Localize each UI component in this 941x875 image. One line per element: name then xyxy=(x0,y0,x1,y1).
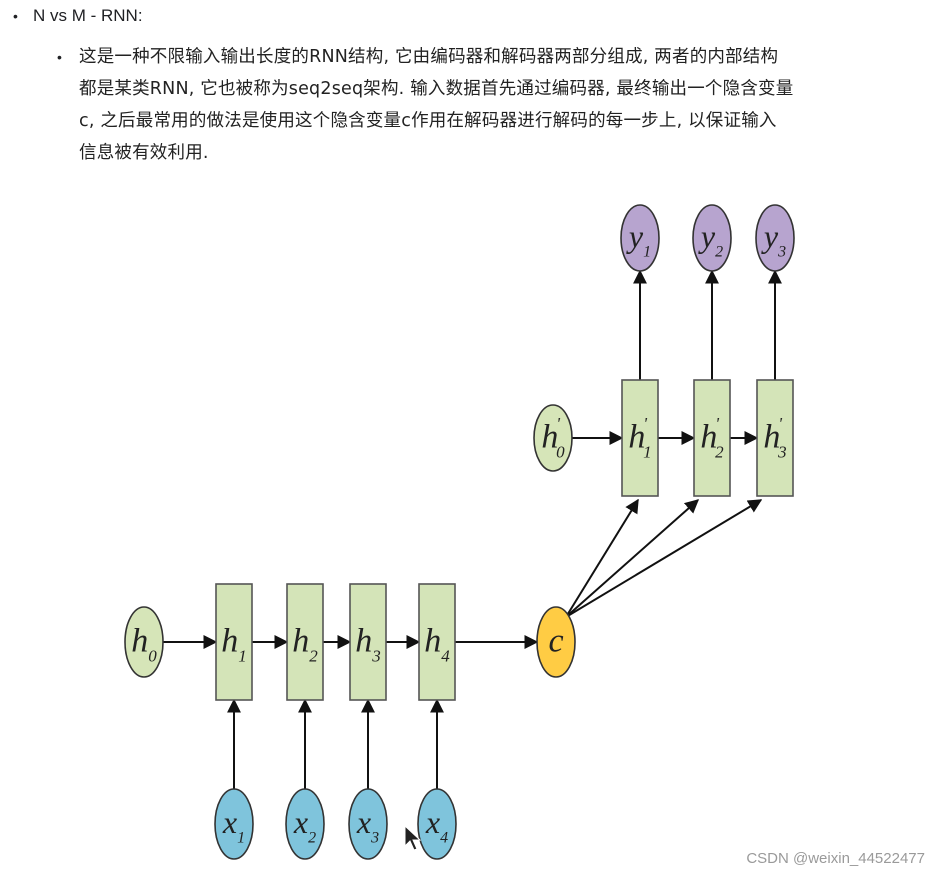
input-label: x4 xyxy=(425,804,448,847)
input-label: x3 xyxy=(356,804,379,847)
decoder-initial-state xyxy=(533,404,573,472)
decoder-state-label: h'3 xyxy=(763,414,786,462)
input-node xyxy=(348,788,388,860)
output-node xyxy=(692,204,732,272)
context-to-decoder-arrow xyxy=(565,499,700,618)
output-label: y3 xyxy=(761,218,786,261)
watermark: CSDN @weixin_44522477 xyxy=(746,850,925,867)
encoder-initial-label: h0 xyxy=(131,623,157,666)
encoder-state xyxy=(215,583,253,701)
encoder-state xyxy=(286,583,324,701)
input-node xyxy=(417,788,457,860)
heading-item: • N vs M - RNN: xyxy=(13,4,143,28)
encoder-state-label: h1 xyxy=(221,623,247,666)
context-to-decoder-arrow xyxy=(565,499,763,618)
bullet: • xyxy=(13,8,18,24)
mouse-cursor-icon xyxy=(404,824,422,851)
encoder-initial-state xyxy=(124,606,164,678)
input-label: x1 xyxy=(222,804,245,847)
output-label: y2 xyxy=(698,218,723,261)
description-paragraph: 这是一种不限输入输出长度的RNN结构, 它由编码器和解码器两部分组成, 两者的内… xyxy=(79,41,793,169)
heading-title: N vs M - RNN: xyxy=(33,6,143,25)
output-node xyxy=(620,204,660,272)
decoder-state xyxy=(621,379,659,497)
decoder-state-label: h'2 xyxy=(700,414,724,462)
encoder-state xyxy=(349,583,387,701)
encoder-state xyxy=(418,583,456,701)
output-node xyxy=(755,204,795,272)
description-line: 这是一种不限输入输出长度的RNN结构, 它由编码器和解码器两部分组成, 两者的内… xyxy=(79,47,779,67)
description-line: c, 之后最常用的做法是使用这个隐含变量c作用在解码器进行解码的每一步上, 以保… xyxy=(79,111,777,131)
decoder-state xyxy=(693,379,731,497)
description-line: 都是某类RNN, 它也被称为seq2seq架构. 输入数据首先通过编码器, 最终… xyxy=(79,79,794,99)
context-label: c xyxy=(548,623,563,660)
context-node xyxy=(536,606,576,678)
input-label: x2 xyxy=(293,804,316,847)
encoder-state-label: h3 xyxy=(355,623,381,666)
decoder-state xyxy=(756,379,794,497)
decoder-initial-label: h'0 xyxy=(541,414,565,462)
bullet: • xyxy=(57,49,62,65)
encoder-state-label: h4 xyxy=(424,623,450,666)
description-item: • 这是一种不限输入输出长度的RNN结构, 它由编码器和解码器两部分组成, 两者… xyxy=(57,41,932,169)
decoder-state-label: h'1 xyxy=(628,414,651,462)
description-line: 信息被有效利用. xyxy=(79,143,209,163)
output-label: y1 xyxy=(626,218,651,261)
input-node xyxy=(214,788,254,860)
context-to-decoder-arrow xyxy=(565,498,639,618)
input-node xyxy=(285,788,325,860)
encoder-state-label: h2 xyxy=(292,623,318,666)
